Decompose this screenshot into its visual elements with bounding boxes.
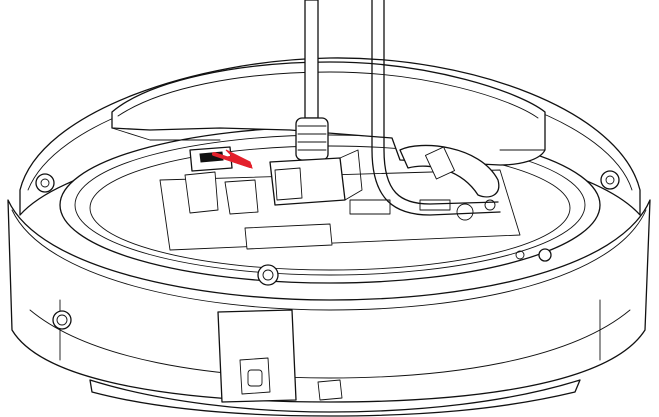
housing-base [89, 379, 581, 417]
circuit-board [159, 169, 525, 260]
front-port-cutout [217, 309, 343, 403]
housing-front-band [7, 199, 651, 403]
ethernet-cable-icon [295, 0, 329, 161]
top-cover-plate [111, 61, 546, 166]
direction-arrow-icon [212, 149, 253, 169]
screw-bosses [35, 170, 620, 286]
connector-icon [269, 149, 363, 206]
coiled-cable [399, 144, 500, 198]
small-connector [189, 146, 233, 172]
cable-loop [371, 0, 501, 216]
